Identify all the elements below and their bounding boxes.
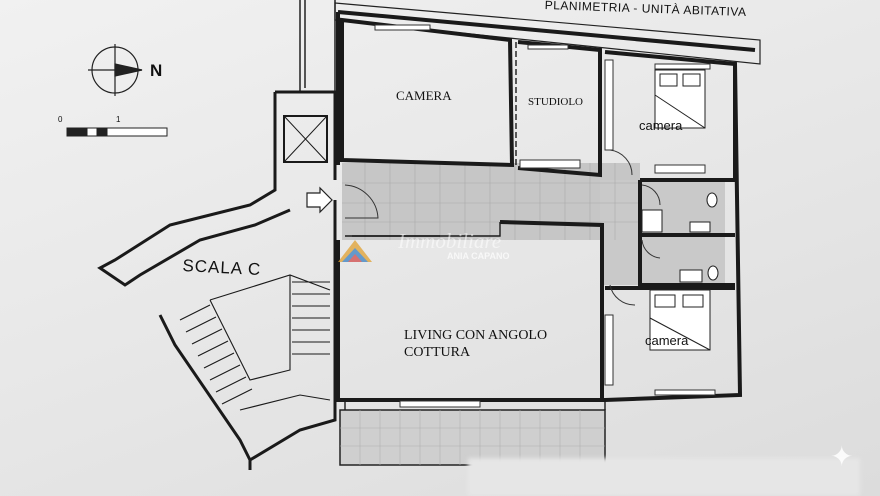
blurred-strip	[468, 458, 860, 496]
watermark-brand: Immobiliare	[398, 229, 502, 253]
watermark-logo-icon	[338, 240, 372, 262]
walls	[336, 10, 756, 402]
balcony	[339, 409, 606, 466]
door-swings	[344, 149, 661, 306]
title-strip	[334, 2, 761, 65]
elevator-shaft	[97, 90, 337, 287]
bathroom-fixtures	[641, 192, 719, 283]
thin-walls	[344, 42, 606, 410]
sparkle-icon: ✦	[830, 441, 854, 472]
entrance-arrow-icon	[306, 186, 333, 214]
windows	[374, 24, 716, 408]
bed-bottom	[649, 289, 711, 351]
scale-bar	[66, 127, 168, 137]
north-compass-icon	[88, 44, 143, 96]
north-label: N	[150, 61, 163, 80]
scale-end-label: 1	[116, 115, 121, 124]
watermark-sub: ANIA CAPANO	[447, 251, 510, 261]
stair-label: SCALA C	[182, 256, 262, 280]
room-camera-top-left: CAMERA	[396, 88, 452, 103]
tile-grid	[342, 163, 640, 240]
room-camera-top-right: camera	[639, 118, 683, 133]
room-living-line2: COTTURA	[404, 345, 471, 360]
room-camera-bottom-right: camera	[645, 333, 689, 348]
room-studiolo: STUDIOLO	[528, 96, 583, 108]
stairwell	[158, 200, 337, 470]
bed-top	[654, 69, 706, 129]
balcony-tiles	[340, 410, 605, 465]
neighbour-wall	[299, 0, 336, 93]
scale-start-label: 0	[58, 115, 63, 124]
room-living-line1: LIVING CON ANGOLO	[404, 328, 548, 343]
